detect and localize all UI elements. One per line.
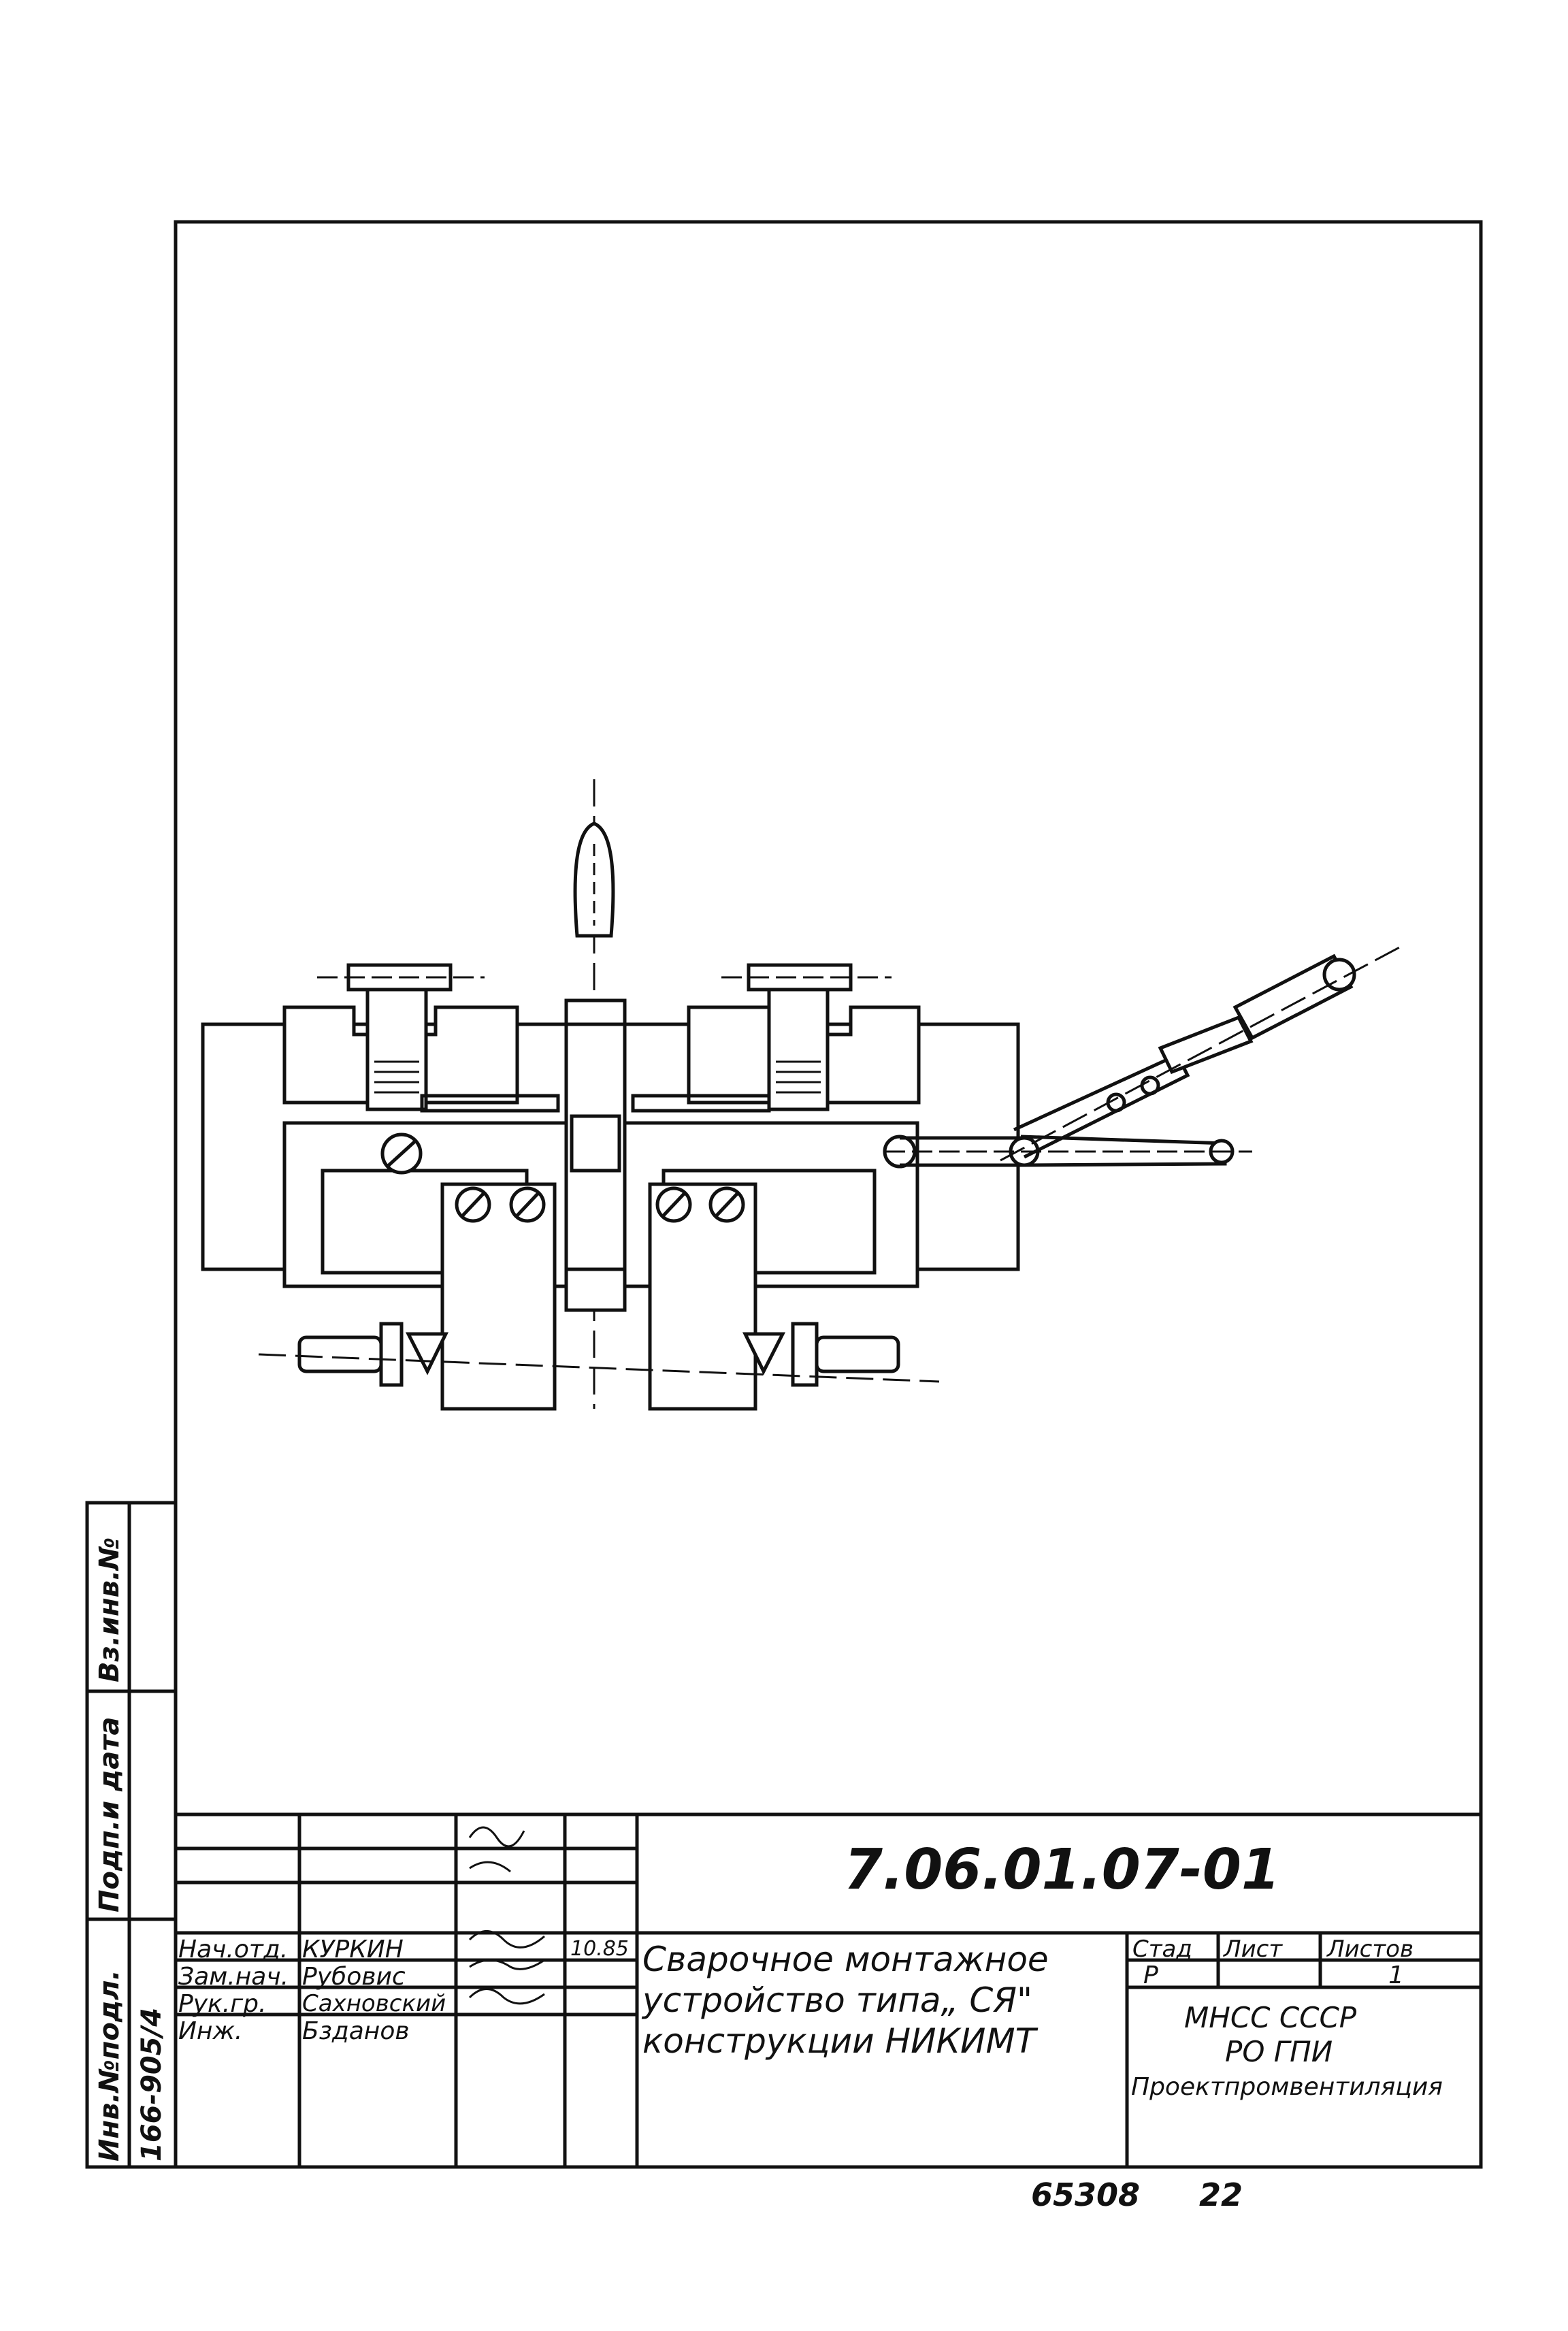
side-stamp-box	[85, 1501, 178, 2169]
title-line-3: конструкции НИКИМТ	[642, 2021, 1036, 2061]
header-stad: Стад	[1132, 1936, 1192, 1963]
org-line-1: МНСС СССР	[1184, 2001, 1357, 2034]
frame-border	[174, 220, 1483, 2169]
drawing-designation: 7.06.01.07-01	[844, 1838, 1280, 1902]
signature-marks	[468, 1826, 545, 2005]
mechanism-drawing	[201, 779, 1403, 1411]
side-label-podp-data: Подп.и дата	[94, 1716, 125, 1912]
name-sakhnovsky: Сахновский	[302, 1990, 446, 2017]
header-list: Лист	[1224, 1936, 1283, 1963]
title-line-2: устройство типа„ СЯ"	[642, 1980, 1032, 2020]
value-listov: 1	[1388, 1961, 1404, 1989]
org-line-2: РО ГПИ	[1225, 2035, 1333, 2068]
name-kurkin: КУРКИН	[302, 1936, 404, 1963]
header-listov: Листов	[1327, 1936, 1414, 1963]
signature-date: 10.85	[570, 1937, 629, 1961]
name-rubovis: Рубовис	[302, 1963, 406, 1991]
sheet-number: 22	[1199, 2177, 1243, 2213]
side-label-vz-inv: Вз.инв.№	[94, 1537, 125, 1682]
role-nach-otd: Нач.отд.	[178, 1936, 289, 1963]
org-line-3: Проектпромвентиляция	[1131, 2073, 1443, 2101]
role-ruk-gr: Рук.гр.	[178, 1990, 267, 2018]
name-bzdanov: Бзданов	[302, 2017, 410, 2045]
value-stad: Р	[1143, 1961, 1158, 1989]
archive-number: 65308	[1031, 2177, 1141, 2213]
role-zam-nach: Зам.нач.	[178, 1963, 289, 1991]
side-label-inv-podl: Инв.№подл.	[94, 1970, 125, 2162]
role-inzh: Инж.	[178, 2017, 243, 2045]
side-inv-number: 166-905/4	[136, 2007, 167, 2162]
title-line-1: Сварочное монтажное	[642, 1940, 1049, 1979]
